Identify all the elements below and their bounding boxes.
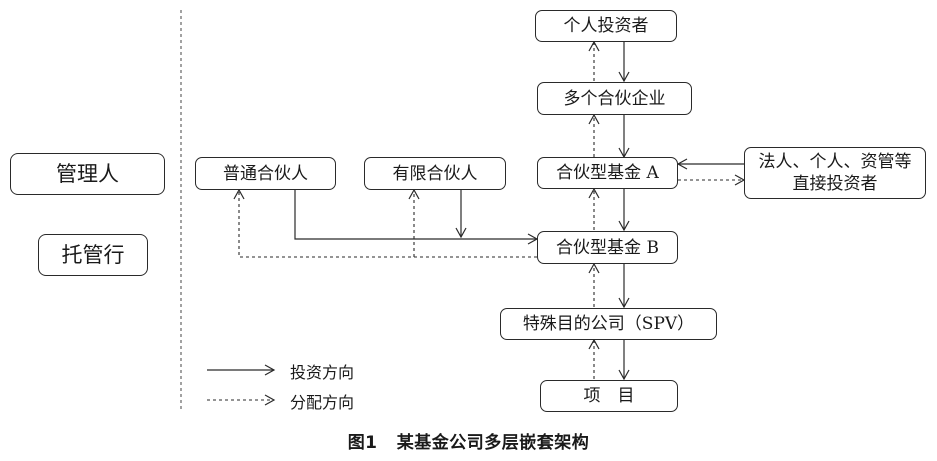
general-partner-box: 普通合伙人 <box>195 157 336 190</box>
direct-investors-label-line2: 直接投资者 <box>792 174 878 194</box>
figure-title: 某基金公司多层嵌套架构 <box>396 433 590 453</box>
dist-fund-b-to-gp <box>233 188 537 258</box>
spv-label: 特殊目的公司（SPV） <box>522 314 695 334</box>
project-box: 项 目 <box>540 380 678 412</box>
project-label: 项 目 <box>583 386 635 406</box>
manager-box: 管理人 <box>10 153 165 195</box>
general-partner-label: 普通合伙人 <box>223 163 308 184</box>
custodian-box: 托管行 <box>38 234 148 276</box>
legend-distribution-label: 分配方向 <box>290 393 355 412</box>
manager-label: 管理人 <box>56 162 119 186</box>
fund-a-box: 合伙型基金 A <box>537 157 678 189</box>
direct-investors-box: 法人、个人、资管等 直接投资者 <box>744 147 926 199</box>
fund-a-label: 合伙型基金 A <box>556 163 659 183</box>
spv-box: 特殊目的公司（SPV） <box>500 308 717 340</box>
multiple-partnerships-box: 多个合伙企业 <box>537 82 692 115</box>
invest-gp-to-fund-b <box>294 190 539 245</box>
fund-b-box: 合伙型基金 B <box>537 231 678 264</box>
direct-investors-label-line1: 法人、个人、资管等 <box>758 152 912 172</box>
custodian-label: 托管行 <box>61 243 125 267</box>
fund-b-label: 合伙型基金 B <box>556 237 659 258</box>
limited-partner-label: 有限合伙人 <box>392 163 478 184</box>
limited-partner-box: 有限合伙人 <box>364 157 506 190</box>
individual-investor-label: 个人投资者 <box>563 16 649 36</box>
multiple-partnerships-label: 多个合伙企业 <box>563 88 666 109</box>
figure-number: 图1 <box>347 433 378 453</box>
legend-investment-label: 投资方向 <box>290 363 355 382</box>
figure-caption: 图1 某基金公司多层嵌套架构 <box>0 428 937 453</box>
individual-investor-box: 个人投资者 <box>535 10 677 42</box>
